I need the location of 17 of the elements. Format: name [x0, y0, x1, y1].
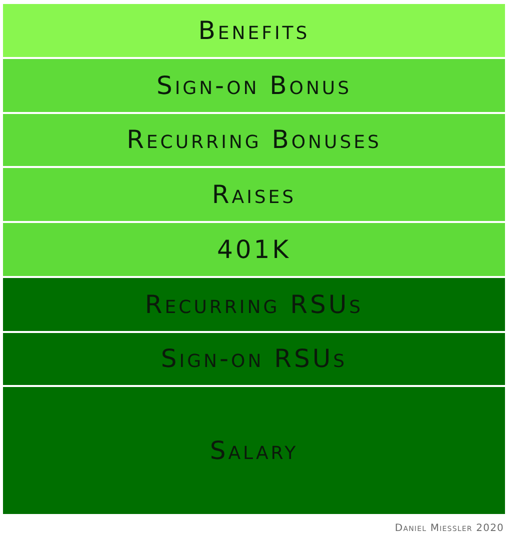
tier-band: [3, 4, 505, 57]
tier-band: [3, 223, 505, 276]
band-label: Sign-on RSUs: [160, 345, 348, 373]
band-label: 401K: [216, 236, 292, 264]
band-label: Recurring Bonuses: [126, 126, 382, 154]
tier-band: [3, 114, 505, 166]
band-label: Raises: [212, 180, 296, 208]
tier-band: [3, 333, 505, 385]
band-label: Benefits: [198, 16, 310, 44]
tier-band: [3, 387, 505, 514]
tier-band: [3, 59, 505, 112]
band-label: Salary: [210, 436, 298, 464]
band-label: Sign-on Bonus: [156, 72, 352, 100]
credit-text: Daniel Miessler 2020: [394, 523, 504, 534]
tier-band: [3, 278, 505, 331]
tier-band: [3, 168, 505, 221]
band-label: Recurring RSUs: [144, 290, 364, 318]
